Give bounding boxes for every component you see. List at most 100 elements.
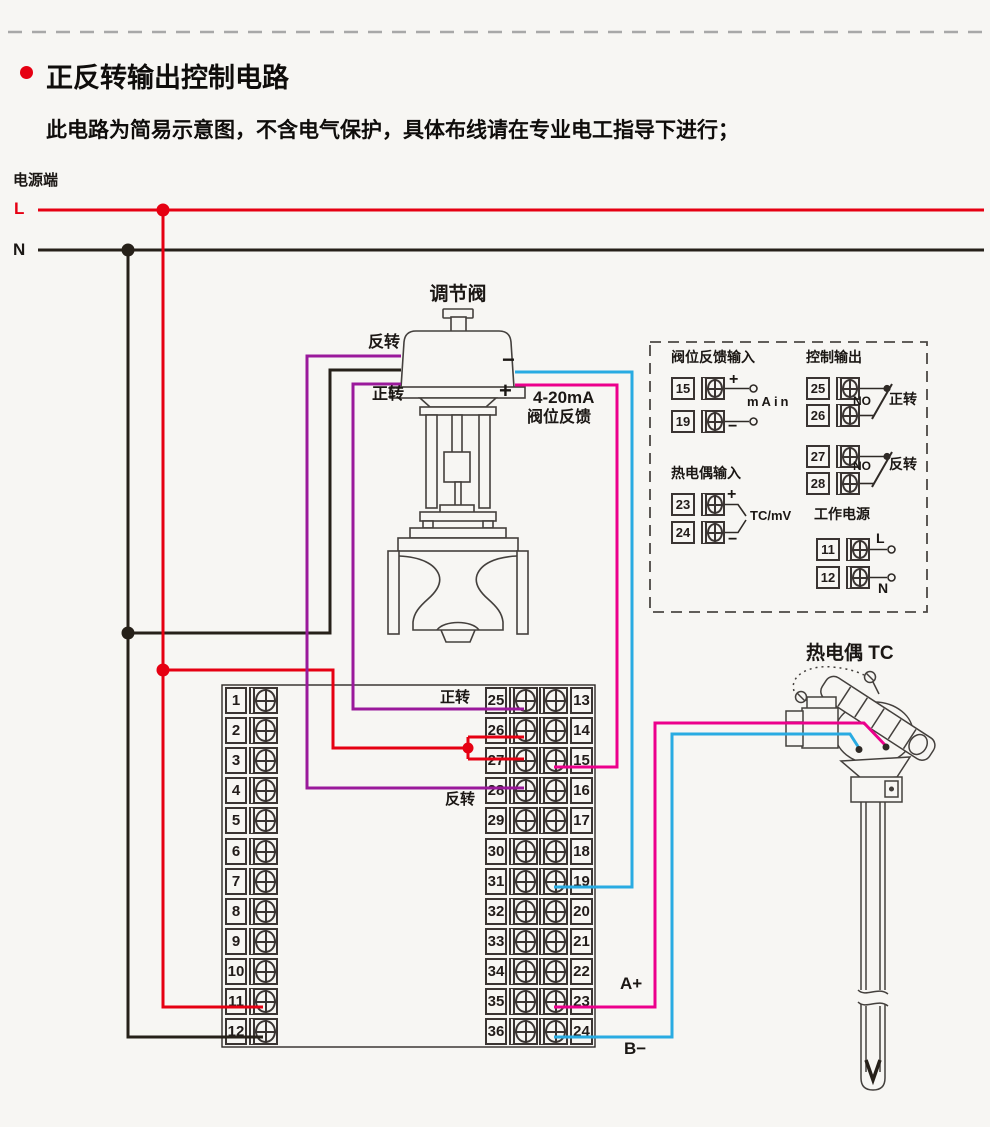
thermocouple-drawing xyxy=(785,666,936,1091)
tc-mv-label: TC/mV xyxy=(750,508,792,523)
detail-tc-input-title: 热电偶输入 xyxy=(671,465,741,481)
terminal-number-inner: 29 xyxy=(485,807,507,834)
neutral-line-label: N xyxy=(13,240,26,259)
terminal-number-outer: 17 xyxy=(570,807,593,834)
terminal-screw-icon xyxy=(539,717,568,744)
terminal-number-outer: 22 xyxy=(570,958,593,985)
terminal-screw-icon xyxy=(509,988,538,1015)
valve-plus-label: + xyxy=(499,378,512,403)
terminal-number-inner: 25 xyxy=(485,687,507,714)
terminal-number-left: 2 xyxy=(225,717,247,744)
terminal-number-outer: 18 xyxy=(570,838,593,865)
valve-title: 调节阀 xyxy=(429,284,487,305)
terminal-number-outer: 20 xyxy=(570,898,593,925)
strip-forward-label: 正转 xyxy=(440,689,471,706)
thermocouple-title: 热电偶 TC xyxy=(806,643,894,664)
plus-23-label: + xyxy=(727,486,737,503)
terminal-screw-icon xyxy=(249,747,278,774)
terminal-screw-icon xyxy=(509,898,538,925)
page-title: 正反转输出控制电路 xyxy=(46,63,289,93)
valve-feedback-label-1: 4-20mA xyxy=(533,388,595,407)
detail-valve-feedback-title: 阀位反馈输入 xyxy=(671,349,755,365)
terminal-screw-icon xyxy=(249,1018,278,1045)
terminal-number-left: 4 xyxy=(225,777,247,804)
live-line-label: L xyxy=(14,199,25,218)
terminal-number-outer: 14 xyxy=(570,717,593,744)
terminal-number-left: 9 xyxy=(225,928,247,955)
valve-forward-label: 正转 xyxy=(372,386,405,403)
valve-minus-label: − xyxy=(502,347,515,372)
terminal-screw-icon xyxy=(509,807,538,834)
tc-b-minus-wire xyxy=(554,732,861,1039)
terminal-screw-icon xyxy=(539,928,568,955)
terminal-screw-icon xyxy=(509,747,538,774)
legend-terminal-number: 23 xyxy=(671,493,695,516)
terminal-screw-icon xyxy=(539,807,568,834)
terminal-screw-icon xyxy=(249,898,278,925)
strip-reverse-label: 反转 xyxy=(445,791,476,808)
terminal-screw-icon xyxy=(249,717,278,744)
junction-dots xyxy=(121,203,890,754)
terminal-number-left: 7 xyxy=(225,868,247,895)
terminal-number-inner: 35 xyxy=(485,988,507,1015)
legend-terminal-number: 26 xyxy=(806,404,830,427)
terminal-screw-icon xyxy=(509,928,538,955)
terminal-number-outer: 24 xyxy=(570,1018,593,1045)
valve-reverse-label: 反转 xyxy=(368,334,401,351)
legend-terminal-number: 27 xyxy=(806,445,830,468)
legend-terminal-screw-icon xyxy=(846,566,870,589)
terminal-screw-icon xyxy=(539,958,568,985)
terminal-screw-icon xyxy=(539,747,568,774)
legend-terminal-number: 12 xyxy=(816,566,840,589)
legend-terminal-screw-icon xyxy=(701,377,725,400)
terminal-screw-icon xyxy=(249,777,278,804)
minus-19-label: − xyxy=(728,418,738,435)
terminal-screw-icon xyxy=(539,1018,568,1045)
terminal-screw-icon xyxy=(249,687,278,714)
live-drop-wire xyxy=(161,210,263,1009)
terminal-screw-icon xyxy=(539,838,568,865)
a-plus-label: A+ xyxy=(620,974,643,993)
terminal-number-inner: 32 xyxy=(485,898,507,925)
terminal-screw-icon xyxy=(539,898,568,925)
page-subtitle: 此电路为简易示意图，不含电气保护，具体布线请在专业电工指导下进行； xyxy=(46,119,739,142)
terminal-number-outer: 15 xyxy=(570,747,593,774)
no-label-1: NO xyxy=(853,394,871,408)
legend-terminal-screw-icon xyxy=(701,521,725,544)
ma-in-label: mAin xyxy=(747,394,792,409)
terminal-screw-icon xyxy=(509,868,538,895)
terminal-screw-icon xyxy=(249,807,278,834)
terminal-screw-icon xyxy=(539,687,568,714)
terminal-screw-icon xyxy=(509,958,538,985)
terminal-number-outer: 21 xyxy=(570,928,593,955)
terminal-number-left: 8 xyxy=(225,898,247,925)
detail-reverse-label: 反转 xyxy=(889,456,917,472)
relay-common-wire xyxy=(163,668,524,761)
detail-neutral-label: N xyxy=(878,580,889,596)
terminal-screw-icon xyxy=(509,687,538,714)
detail-forward-label: 正转 xyxy=(889,391,917,407)
terminal-screw-icon xyxy=(249,838,278,865)
terminal-screw-icon xyxy=(539,868,568,895)
terminal-number-left: 3 xyxy=(225,747,247,774)
terminal-number-left: 6 xyxy=(225,838,247,865)
terminal-screw-icon xyxy=(249,958,278,985)
no-label-2: NO xyxy=(853,459,871,473)
b-minus-label: B− xyxy=(624,1039,647,1058)
terminal-number-left: 12 xyxy=(225,1018,247,1045)
bullet-icon xyxy=(20,66,33,79)
legend-terminal-screw-icon xyxy=(701,410,725,433)
legend-terminal-number: 11 xyxy=(816,538,840,561)
valve-common-wire xyxy=(128,368,401,635)
forward-wire xyxy=(351,382,524,711)
legend-terminal-screw-icon xyxy=(846,538,870,561)
terminal-number-inner: 27 xyxy=(485,747,507,774)
terminal-number-outer: 13 xyxy=(570,687,593,714)
terminal-screw-icon xyxy=(249,868,278,895)
terminal-number-inner: 34 xyxy=(485,958,507,985)
terminal-number-outer: 23 xyxy=(570,988,593,1015)
terminal-screw-icon xyxy=(249,928,278,955)
power-section-label: 电源端 xyxy=(13,172,59,189)
terminal-screw-icon xyxy=(509,777,538,804)
